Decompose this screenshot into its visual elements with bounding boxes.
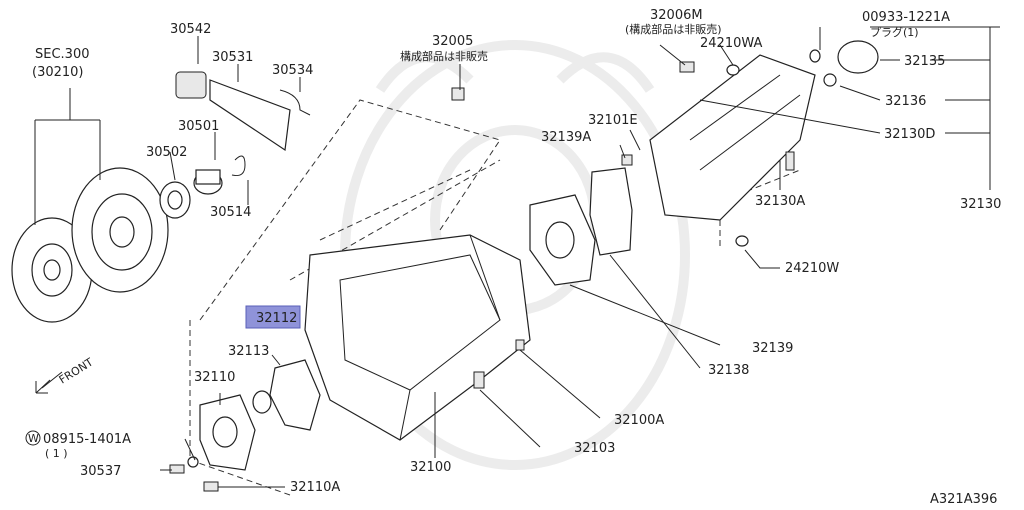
clutch-disc bbox=[11, 217, 93, 323]
small-parts bbox=[169, 40, 879, 492]
part-highlight-32112[interactable] bbox=[245, 305, 301, 329]
adapter-gasket bbox=[589, 167, 633, 256]
label-24210WA[interactable]: 24210WA bbox=[700, 36, 762, 51]
diagram-code: A321A396 bbox=[930, 492, 997, 507]
label-32006M[interactable]: 32006M bbox=[650, 8, 703, 23]
label-sec300[interactable]: SEC.300 bbox=[35, 47, 90, 62]
label-32135[interactable]: 32135 bbox=[904, 54, 945, 69]
label-24210W[interactable]: 24210W bbox=[785, 261, 839, 276]
front-cover bbox=[199, 394, 256, 471]
label-32136[interactable]: 32136 bbox=[885, 94, 926, 109]
adapter-plate bbox=[529, 194, 596, 286]
label-08915[interactable]: 08915-1401A bbox=[43, 432, 131, 447]
release-bearing bbox=[159, 181, 191, 219]
washer-symbol-icon bbox=[25, 430, 41, 446]
leader-lines bbox=[34, 26, 1000, 488]
boot bbox=[175, 71, 207, 99]
oil-seal bbox=[252, 390, 272, 414]
front-gasket bbox=[269, 359, 321, 431]
label-32100[interactable]: 32100 bbox=[410, 460, 451, 475]
return-spring bbox=[279, 89, 311, 116]
clutch-cover bbox=[71, 167, 169, 293]
label-08915-qty: ( 1 ) bbox=[45, 447, 68, 460]
label-32101E[interactable]: 32101E bbox=[588, 113, 638, 128]
label-32138[interactable]: 32138 bbox=[708, 363, 749, 378]
label-32110[interactable]: 32110 bbox=[194, 370, 235, 385]
label-00933-note: プラグ(1) bbox=[870, 25, 919, 39]
label-32110A[interactable]: 32110A bbox=[290, 480, 340, 495]
label-32130D[interactable]: 32130D bbox=[884, 127, 935, 142]
label-32005[interactable]: 32005 bbox=[432, 34, 473, 49]
label-32100A[interactable]: 32100A bbox=[614, 413, 664, 428]
label-30531[interactable]: 30531 bbox=[212, 50, 253, 65]
label-30537[interactable]: 30537 bbox=[80, 464, 121, 479]
label-32006M-note: (構成部品は非販売) bbox=[625, 22, 722, 36]
withdrawal-lever bbox=[209, 79, 291, 152]
label-front: FRONT bbox=[57, 355, 96, 386]
front-arrow-icon bbox=[35, 371, 63, 394]
label-32112[interactable]: 32112 bbox=[256, 311, 297, 326]
label-32103[interactable]: 32103 bbox=[574, 441, 615, 456]
label-32113[interactable]: 32113 bbox=[228, 344, 269, 359]
label-32005-note: 構成部品は非販売 bbox=[400, 49, 488, 63]
label-30534[interactable]: 30534 bbox=[272, 63, 313, 78]
label-30501[interactable]: 30501 bbox=[178, 119, 219, 134]
label-08915-prefix: W bbox=[28, 432, 39, 445]
label-32139A[interactable]: 32139A bbox=[541, 130, 591, 145]
release-sleeve bbox=[193, 169, 223, 195]
label-sec30210[interactable]: (30210) bbox=[32, 65, 84, 80]
label-32130[interactable]: 32130 bbox=[960, 197, 1001, 212]
label-32139[interactable]: 32139 bbox=[752, 341, 793, 356]
label-00933[interactable]: 00933-1221A bbox=[862, 10, 950, 25]
label-30542[interactable]: 30542 bbox=[170, 22, 211, 37]
label-30514[interactable]: 30514 bbox=[210, 205, 251, 220]
retainer-clip bbox=[231, 155, 246, 176]
rear-extension bbox=[649, 54, 816, 221]
transmission-case bbox=[304, 234, 531, 441]
label-32130A[interactable]: 32130A bbox=[755, 194, 805, 209]
label-30502[interactable]: 30502 bbox=[146, 145, 187, 160]
